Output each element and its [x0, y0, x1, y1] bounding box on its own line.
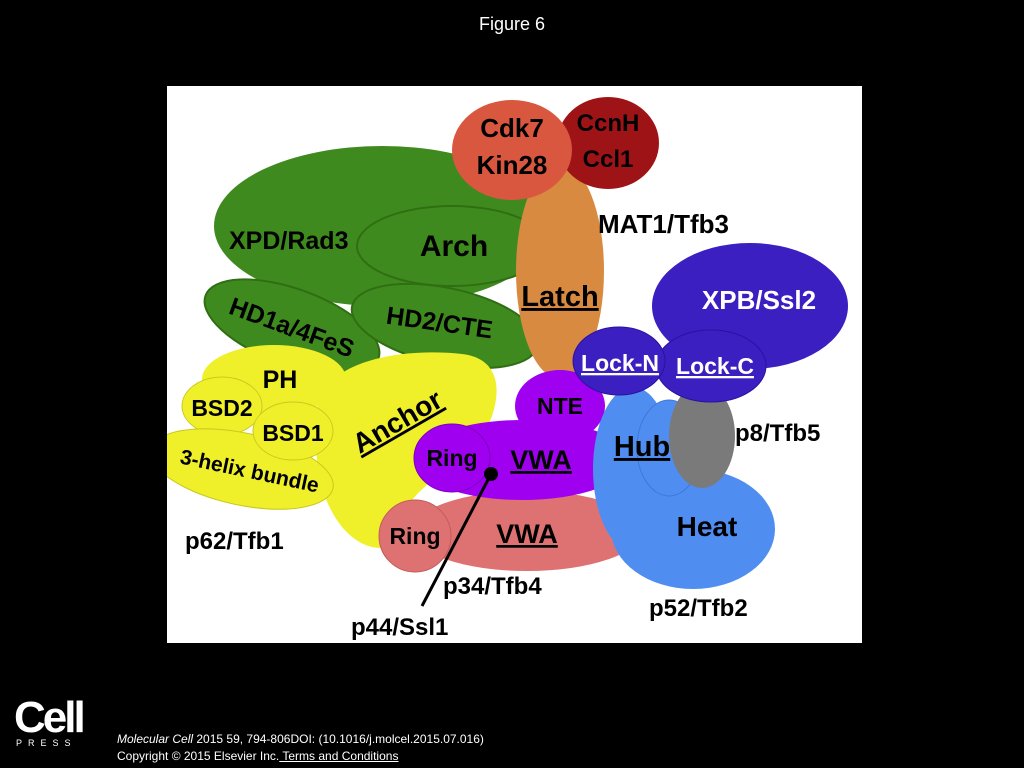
cdk7-shape [452, 100, 572, 200]
ring-upper-shape [413, 423, 491, 493]
p8-shape [669, 384, 735, 488]
figure-title: Figure 6 [478, 14, 546, 34]
label-lockc: Lock-C [676, 353, 754, 379]
label-vwa-upper: VWA [510, 445, 572, 475]
p44-pointer-dot [484, 467, 498, 481]
label-vwa-lower: VWA [496, 519, 558, 549]
label-bsd1: BSD1 [262, 420, 324, 446]
label-p8: p8/Tfb5 [735, 420, 820, 447]
label-xpd: XPD/Rad3 [229, 227, 348, 255]
label-ccnh: CcnH [577, 110, 640, 137]
copyright-text: Copyright © 2015 Elsevier Inc. [117, 749, 280, 763]
label-nte: NTE [537, 393, 583, 419]
label-ring-lower: Ring [389, 523, 440, 549]
label-bsd2: BSD2 [191, 395, 252, 421]
latch-shape [516, 163, 604, 379]
ccnh-shape [557, 97, 659, 189]
label-arch: Arch [420, 230, 488, 263]
label-heat: Heat [677, 511, 738, 542]
label-cdk7: Cdk7 [480, 113, 544, 143]
label-p62: p62/Tfb1 [185, 528, 284, 555]
label-mat1: MAT1/Tfb3 [598, 209, 729, 239]
label-lockn: Lock-N [581, 350, 659, 376]
citation-line: Molecular Cell 2015 59, 794-806DOI: (10.… [117, 731, 484, 748]
logo-main-text: Cell [14, 693, 86, 742]
label-ph: PH [263, 366, 298, 394]
bsd1-shape [252, 401, 334, 461]
citation-details: 2015 59, 794-806DOI: (10.1016/j.molcel.2… [193, 732, 484, 746]
label-latch: Latch [521, 281, 598, 313]
ring-lower-shape [378, 499, 452, 573]
p44-pointer-line [420, 473, 493, 607]
cell-press-logo: Cell PRESS [14, 696, 86, 752]
label-p44: p44/Ssl1 [351, 614, 448, 641]
anchor-shape [315, 352, 497, 548]
tfiih-diagram: Cdk7 Kin28 CcnH Ccl1 MAT1/Tfb3 XPD/Rad3 … [167, 97, 848, 641]
lockn-shape [572, 326, 666, 396]
terms-link[interactable]: Terms and Conditions [279, 749, 399, 763]
logo-sub-text: PRESS [16, 738, 77, 748]
journal-name: Molecular Cell [117, 732, 194, 746]
label-p52: p52/Tfb2 [649, 595, 748, 622]
label-ccl1: Ccl1 [583, 146, 634, 173]
citation-block: Molecular Cell 2015 59, 794-806DOI: (10.… [117, 731, 484, 765]
label-xpb: XPB/Ssl2 [702, 285, 816, 315]
diagram-panel: Cdk7 Kin28 CcnH Ccl1 MAT1/Tfb3 XPD/Rad3 … [167, 86, 862, 643]
label-kin28: Kin28 [477, 150, 548, 180]
vwa-lower-shape [412, 491, 642, 571]
label-hub: Hub [614, 431, 670, 463]
copyright-line: Copyright © 2015 Elsevier Inc. Terms and… [117, 748, 484, 765]
nte-shape [515, 370, 605, 442]
label-p34: p34/Tfb4 [443, 573, 542, 600]
label-ring-upper: Ring [426, 445, 477, 471]
